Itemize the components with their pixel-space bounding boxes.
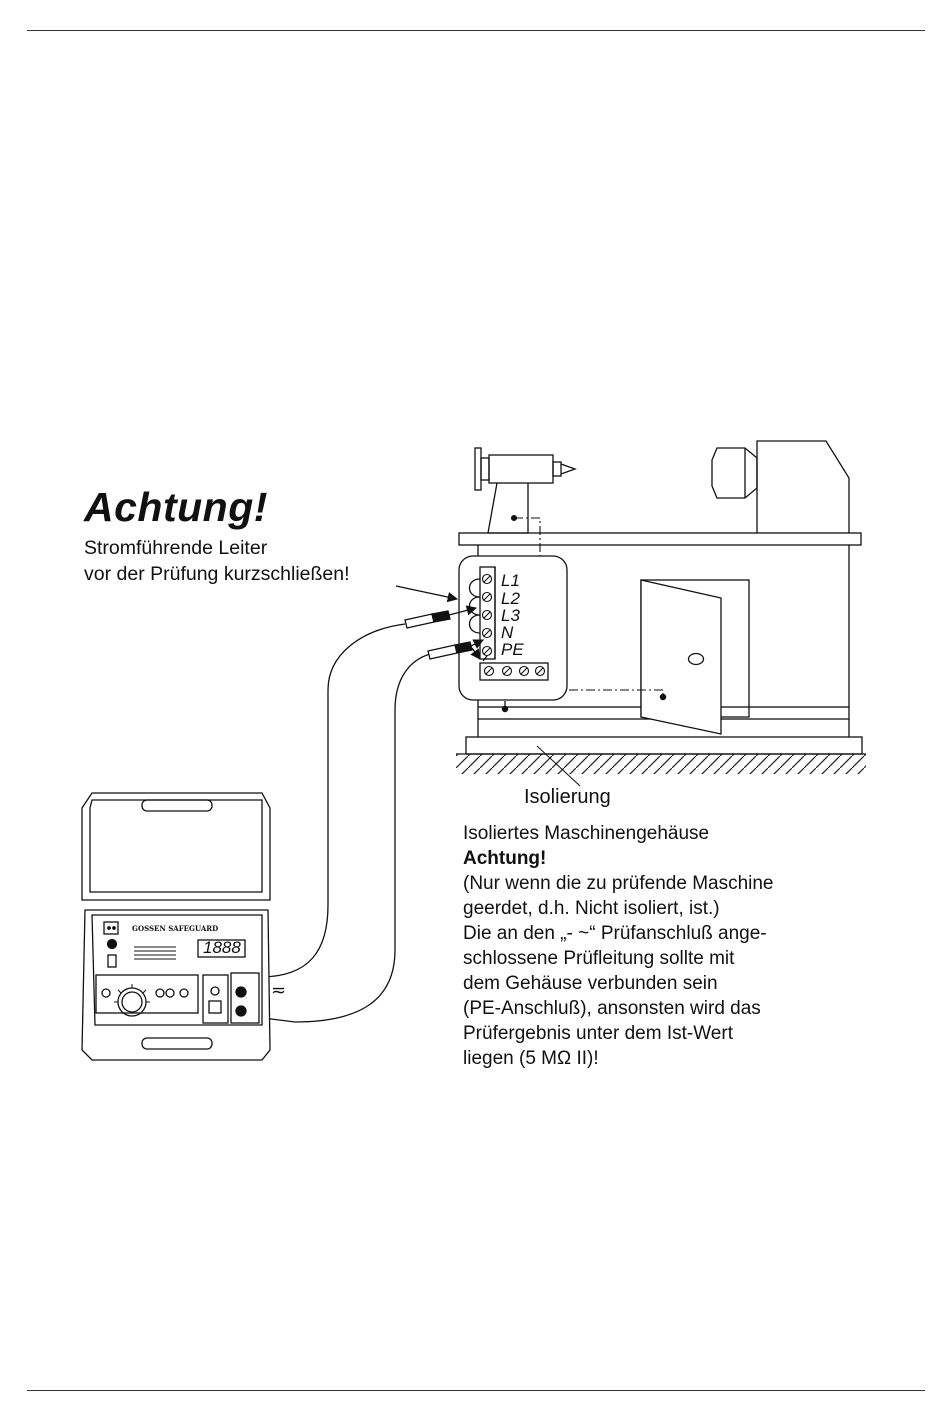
machine-door — [640, 579, 750, 735]
note-attention: Achtung! — [463, 848, 547, 869]
note-line: (PE-Anschluß), ansonsten wird das — [463, 998, 761, 1019]
warning-line-1: Stromführende Leiter — [84, 537, 268, 559]
terminal-screws — [481, 573, 493, 657]
meter-brand: GOSSEN SAFEGUARD — [132, 924, 219, 933]
isolation-leader — [536, 745, 581, 787]
headstock — [711, 440, 850, 533]
note-line: Die an den „- ~“ Prüfanschluß ange- — [463, 923, 767, 944]
bottom-rule — [27, 1390, 925, 1391]
warning-line-2: vor der Prüfung kurzschließen! — [84, 563, 350, 585]
note-heading: Isoliertes Maschinengehäuse — [463, 823, 710, 844]
note-line: geerdet, d.h. Nicht isoliert, ist.) — [463, 898, 720, 919]
note-line: dem Gehäuse verbunden sein — [463, 973, 718, 994]
terminal-label-n: N — [501, 623, 514, 642]
test-leads — [238, 605, 484, 1023]
terminal-label-l1: L1 — [501, 571, 520, 590]
meter-display: 1888 — [203, 938, 241, 957]
tailstock — [474, 447, 577, 534]
ground-hatching — [456, 754, 866, 774]
top-rule — [27, 30, 925, 31]
terminal-label-pe: PE — [501, 640, 524, 659]
warning-arrow — [395, 585, 459, 603]
connector-symbol: ≂ — [271, 980, 287, 1000]
terminal-label-l3: L3 — [501, 606, 520, 625]
warning-title: Achtung! — [84, 484, 268, 530]
note-line: Prüfergebnis unter dem Ist-Wert — [463, 1023, 733, 1044]
isolation-label: Isolierung — [524, 786, 611, 808]
note-line: liegen (5 MΩ II)! — [463, 1048, 599, 1069]
note-line: (Nur wenn die zu prüfende Maschine — [463, 873, 774, 894]
note-line: schlossene Prüfleitung sollte mit — [463, 948, 735, 969]
terminal-label-l2: L2 — [501, 589, 520, 608]
test-meter — [81, 792, 271, 1061]
